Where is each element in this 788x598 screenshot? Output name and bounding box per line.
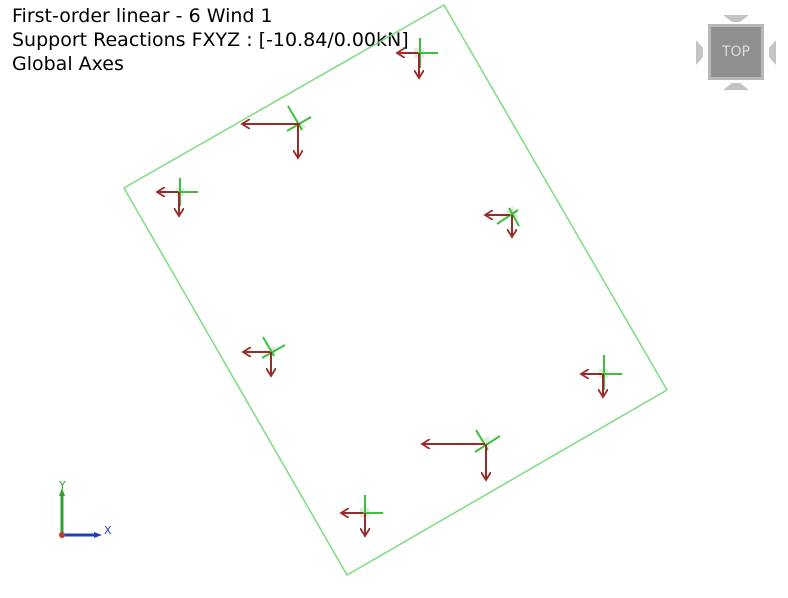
axis-x-label: X <box>104 524 112 537</box>
view-arrow-right[interactable] <box>769 40 776 65</box>
load-case-title: First-order linear - 6 Wind 1 <box>12 5 273 27</box>
axis-y-label: Y <box>58 479 66 492</box>
axes-system-label: Global Axes <box>12 53 124 75</box>
result-info-overlay: First-order linear - 6 Wind 1 Support Re… <box>12 4 409 76</box>
support-reaction-1[interactable] <box>242 105 312 158</box>
support-reaction-3[interactable] <box>397 38 438 78</box>
view-arrow-down[interactable] <box>723 83 749 90</box>
view-arrow-left[interactable] <box>696 40 703 65</box>
cube-face-label: TOP <box>721 44 750 60</box>
global-axis-triad: Y X <box>58 479 112 538</box>
support-reaction-5[interactable] <box>243 336 286 376</box>
view-navigation-cube[interactable]: TOP <box>694 10 778 94</box>
support-reaction-4[interactable] <box>485 206 520 237</box>
cube-top-face[interactable] <box>708 24 764 80</box>
support-reaction-8[interactable] <box>341 495 383 536</box>
support-reaction-2[interactable] <box>157 178 198 216</box>
result-type-label: Support Reactions FXYZ : [-10.84/0.00kN] <box>12 29 409 51</box>
slab-outline <box>122 3 669 577</box>
view-arrow-up[interactable] <box>723 15 749 22</box>
support-reaction-7[interactable] <box>422 429 501 480</box>
support-reaction-6[interactable] <box>581 355 622 397</box>
